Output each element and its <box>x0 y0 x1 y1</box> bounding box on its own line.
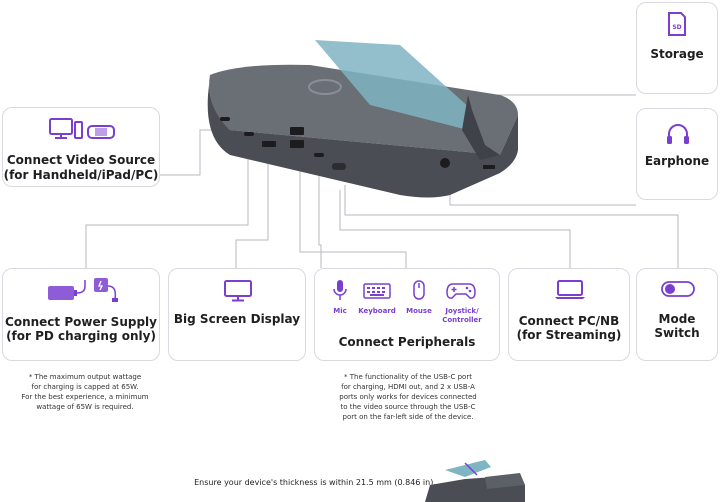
video-source-card: Connect Video Source (for Handheld/iPad/… <box>2 107 160 187</box>
peripheral-keyboard-label: Keyboard <box>358 307 396 315</box>
keyboard-icon <box>363 283 391 303</box>
power-title-line1: Connect Power Supply <box>5 315 157 329</box>
peripherals-note-line: to the video source through the USB-C <box>340 403 476 411</box>
power-note: * The maximum output wattage for chargin… <box>0 372 170 412</box>
power-note-line: For the best experience, a minimum <box>21 393 149 401</box>
peripheral-joystick-label: Joystick/ <box>445 307 479 315</box>
headphones-icon <box>666 123 690 149</box>
gamepad-icon <box>446 282 476 304</box>
pc-title-line2: (for Streaming) <box>516 328 622 342</box>
display-card: Big Screen Display <box>168 268 306 361</box>
peripheral-mic-label: Mic <box>333 307 347 315</box>
earphone-card: Earphone <box>636 108 718 200</box>
video-source-title-line2: (for Handheld/iPad/PC) <box>3 168 159 182</box>
power-note-line: wattage of 65W is required. <box>36 403 134 411</box>
power-note-line: for charging is capped at 65W. <box>31 383 139 391</box>
monitor-icon <box>224 280 252 306</box>
dock-device-illustration <box>207 40 518 198</box>
earphone-title: Earphone <box>644 154 710 168</box>
mic-icon <box>333 279 347 307</box>
mode-title: Mode Switch <box>654 312 700 340</box>
mouse-icon <box>413 280 425 304</box>
monitor-pc-icon <box>49 118 83 144</box>
video-source-title-line1: Connect Video Source <box>6 153 156 167</box>
pc-title-line1: Connect PC/NB <box>518 314 620 328</box>
peripheral-controller-label: Controller <box>442 316 482 324</box>
power-title-line2: (for PD charging only) <box>6 329 156 343</box>
mode-card: Mode Switch <box>636 268 718 361</box>
display-title: Big Screen Display <box>173 312 301 326</box>
sd-card-icon-text: SD <box>672 24 681 31</box>
peripheral-mouse-label: Mouse <box>406 307 432 315</box>
peripherals-note-line: port on the far-left side of the device. <box>342 413 474 421</box>
pc-card: Connect PC/NB (for Streaming) <box>508 268 630 361</box>
peripherals-note-line: for charging, HDMI out, and 2 x USB-A <box>341 383 475 391</box>
peripherals-note-line: ports only works for devices connected <box>339 393 477 401</box>
peripherals-title: Connect Peripherals <box>338 335 476 349</box>
charger-icon <box>93 277 119 307</box>
battery-icon <box>47 278 91 306</box>
handheld-icon <box>87 124 115 143</box>
laptop-icon <box>554 280 586 304</box>
device-side-illustration <box>425 460 525 502</box>
power-note-line: * The maximum output wattage <box>28 373 142 381</box>
sd-card-icon: SD <box>667 12 687 40</box>
peripherals-note-line: * The functionality of the USB-C port <box>344 373 472 381</box>
thickness-note: Ensure your device's thickness is within… <box>194 478 436 487</box>
storage-card: SD Storage <box>636 2 718 94</box>
peripherals-card: Mic Keyboard Mouse Joystick/ Controller … <box>314 268 500 361</box>
power-card: Connect Power Supply (for PD charging on… <box>2 268 160 361</box>
peripherals-note: * The functionality of the USB-C port fo… <box>316 372 500 422</box>
storage-title: Storage <box>650 47 704 61</box>
toggle-icon <box>661 281 695 301</box>
